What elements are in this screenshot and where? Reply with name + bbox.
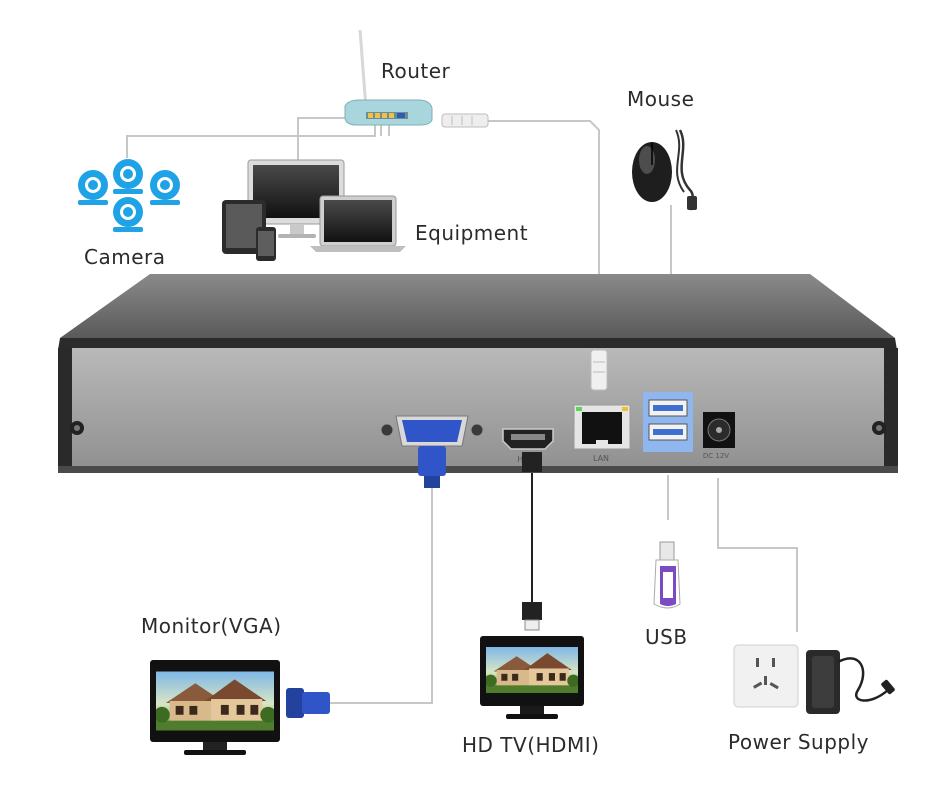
- monitor-icon: [150, 660, 280, 755]
- wall-socket-icon: [733, 644, 799, 708]
- rj45-plug-icon: [441, 113, 489, 128]
- lan-port-label: LAN: [593, 454, 609, 463]
- vga-port: [380, 415, 484, 447]
- equipment-icon-group: [222, 159, 406, 261]
- dc-power-port: DC 12V: [703, 412, 735, 460]
- power-cable: [717, 478, 798, 632]
- nvr-rear-panel: [58, 348, 898, 473]
- monitor-label: Monitor(VGA): [141, 614, 282, 638]
- camera-icon: [113, 197, 143, 232]
- camera-to-router-cable: [126, 123, 376, 158]
- camera-icon: [78, 170, 108, 205]
- usb-drive-icon: [653, 541, 681, 609]
- tablet-icon: [222, 200, 266, 254]
- hdmi-plug-icon: [522, 452, 542, 472]
- mouse-icon: [632, 129, 697, 211]
- lan-cable: [487, 120, 600, 352]
- power-adapter-icon: [806, 650, 895, 714]
- lan-port: LAN: [573, 404, 631, 463]
- camera-label: Camera: [84, 245, 166, 269]
- hdmi-plug-icon: [522, 602, 542, 631]
- router-label: Router: [381, 59, 451, 83]
- camera-icon: [113, 159, 143, 194]
- laptop-icon: [310, 195, 406, 252]
- nvr-top-panel: [60, 274, 895, 338]
- camera-icon-group: [78, 159, 180, 232]
- router-icon: [344, 29, 433, 126]
- camera-icon: [150, 170, 180, 205]
- dc-port-label: DC 12V: [703, 452, 729, 460]
- usb-ports: [643, 392, 693, 452]
- vga-cable: [330, 488, 433, 704]
- vga-plug-icon: [418, 446, 446, 488]
- mouse-label: Mouse: [627, 87, 695, 111]
- nvr-recorder: HDMI LAN DC 1: [58, 274, 898, 488]
- rj45-plug-icon: [590, 349, 608, 391]
- hdtv-label: HD TV(HDMI): [462, 733, 600, 757]
- power-supply-label: Power Supply: [728, 730, 869, 754]
- phone-icon: [256, 227, 276, 261]
- equipment-label: Equipment: [415, 221, 529, 245]
- tv-icon: [480, 636, 584, 719]
- vga-plug-icon: [286, 688, 330, 718]
- usb-label: USB: [645, 625, 688, 649]
